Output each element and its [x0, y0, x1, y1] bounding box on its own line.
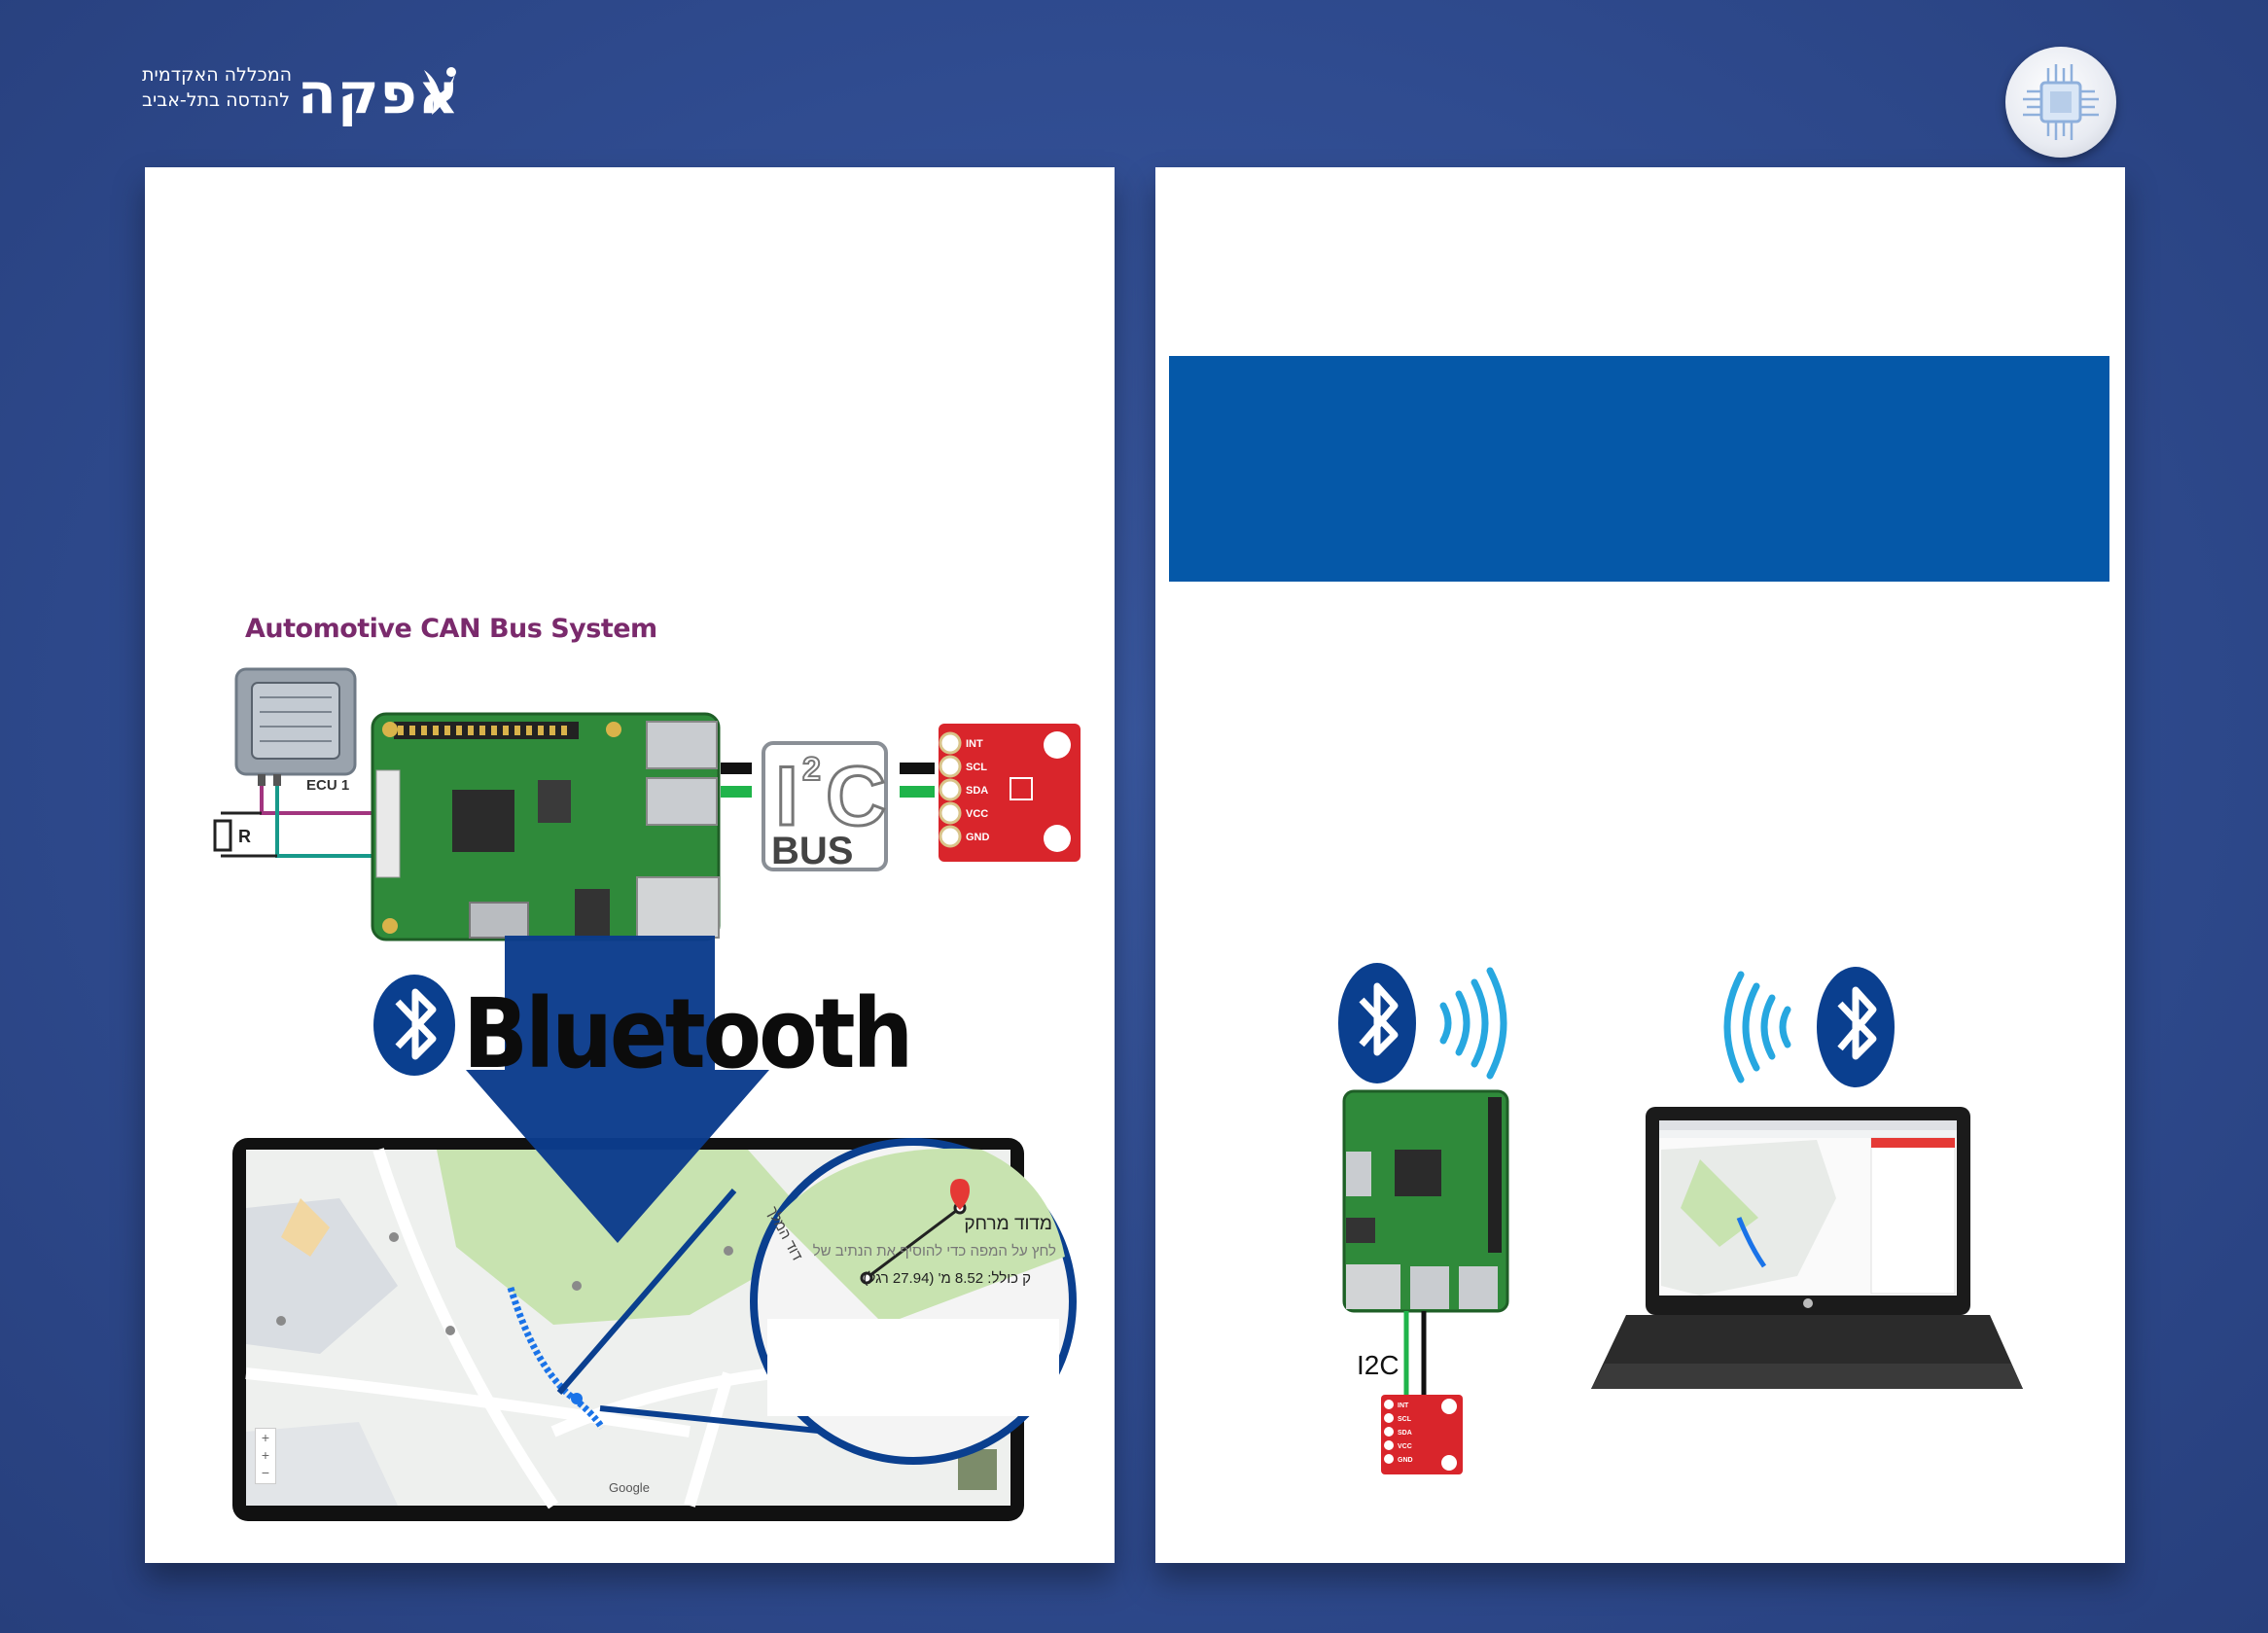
- map-zoom-controls[interactable]: ++−: [255, 1428, 276, 1484]
- logo-name: אפקה: [298, 60, 460, 126]
- sensor-pin-vcc: VCC: [966, 808, 988, 820]
- sensor-pin-vcc-right: VCC: [1398, 1443, 1412, 1450]
- bluetooth-link-diagram: INT SCL SDA VCC GND: [1338, 963, 2023, 1474]
- resistor: [213, 811, 277, 858]
- raspberry-pi-board: [371, 712, 721, 941]
- i2c-label: I2C: [1357, 1350, 1400, 1380]
- can-bus-title: Automotive CAN Bus System: [245, 614, 657, 644]
- svg-text:C: C: [826, 750, 886, 843]
- sensor-pin-int-right: INT: [1398, 1402, 1409, 1409]
- laptop: [1591, 1107, 2023, 1389]
- measure-hint: לחץ על המפה כדי להוסיף את הנתיב של: [812, 1243, 1056, 1260]
- sensor-pin-gnd-right: GND: [1398, 1457, 1413, 1464]
- bluetooth-icon: [373, 975, 455, 1076]
- logo-subtitle-line1: המכללה האקדמית: [142, 64, 293, 86]
- sensor-pin-scl-right: SCL: [1398, 1416, 1412, 1423]
- sensor-pin-gnd: GND: [966, 832, 990, 843]
- sensor-board: [939, 724, 1081, 862]
- svg-text:I: I: [775, 750, 798, 843]
- raspberry-pi-board-right: [1342, 1089, 1509, 1313]
- logo-mark-icon: [424, 67, 456, 115]
- sensor-board-right: [1381, 1395, 1463, 1474]
- college-logo: המכללה האקדמית להנדסה בתל-אביב אפקה: [142, 56, 463, 128]
- title-band: [1169, 356, 2109, 582]
- bluetooth-wordmark: Bluetooth: [463, 977, 913, 1090]
- can-bus-diagram: ECU 1 R: [213, 667, 1081, 1521]
- signal-waves-right-icon: [1439, 967, 1507, 1080]
- signal-waves-left-icon: [1723, 971, 1791, 1083]
- chip-badge-icon: [2005, 47, 2116, 158]
- ecu-label: ECU 1: [306, 777, 349, 794]
- sensor-pin-sda-right: SDA: [1398, 1430, 1412, 1437]
- bluetooth-icon-right: [1817, 967, 1895, 1087]
- bluetooth-icon-left: [1338, 963, 1416, 1083]
- svg-text:2: 2: [802, 751, 821, 788]
- map-zoom-circle: [556, 1138, 1077, 1465]
- i2c-bus-logo: I 2 C: [762, 741, 888, 871]
- down-arrow: [466, 936, 769, 1243]
- sensor-pin-scl: SCL: [966, 762, 987, 773]
- logo-subtitle-line2: להנדסה בתל-אביב: [142, 89, 291, 111]
- sensor-pin-int: INT: [966, 738, 983, 750]
- measure-title: מדוד מרחק: [964, 1214, 1052, 1234]
- sensor-pin-sda: SDA: [966, 785, 988, 797]
- ecu-module: [234, 667, 357, 786]
- measure-total: ק כולל: 8.52 מ' (27.94 רגל): [863, 1270, 1031, 1287]
- i2c-bus-label: BUS: [771, 830, 853, 872]
- google-watermark: Google: [609, 1480, 650, 1495]
- resistor-label: R: [238, 827, 251, 846]
